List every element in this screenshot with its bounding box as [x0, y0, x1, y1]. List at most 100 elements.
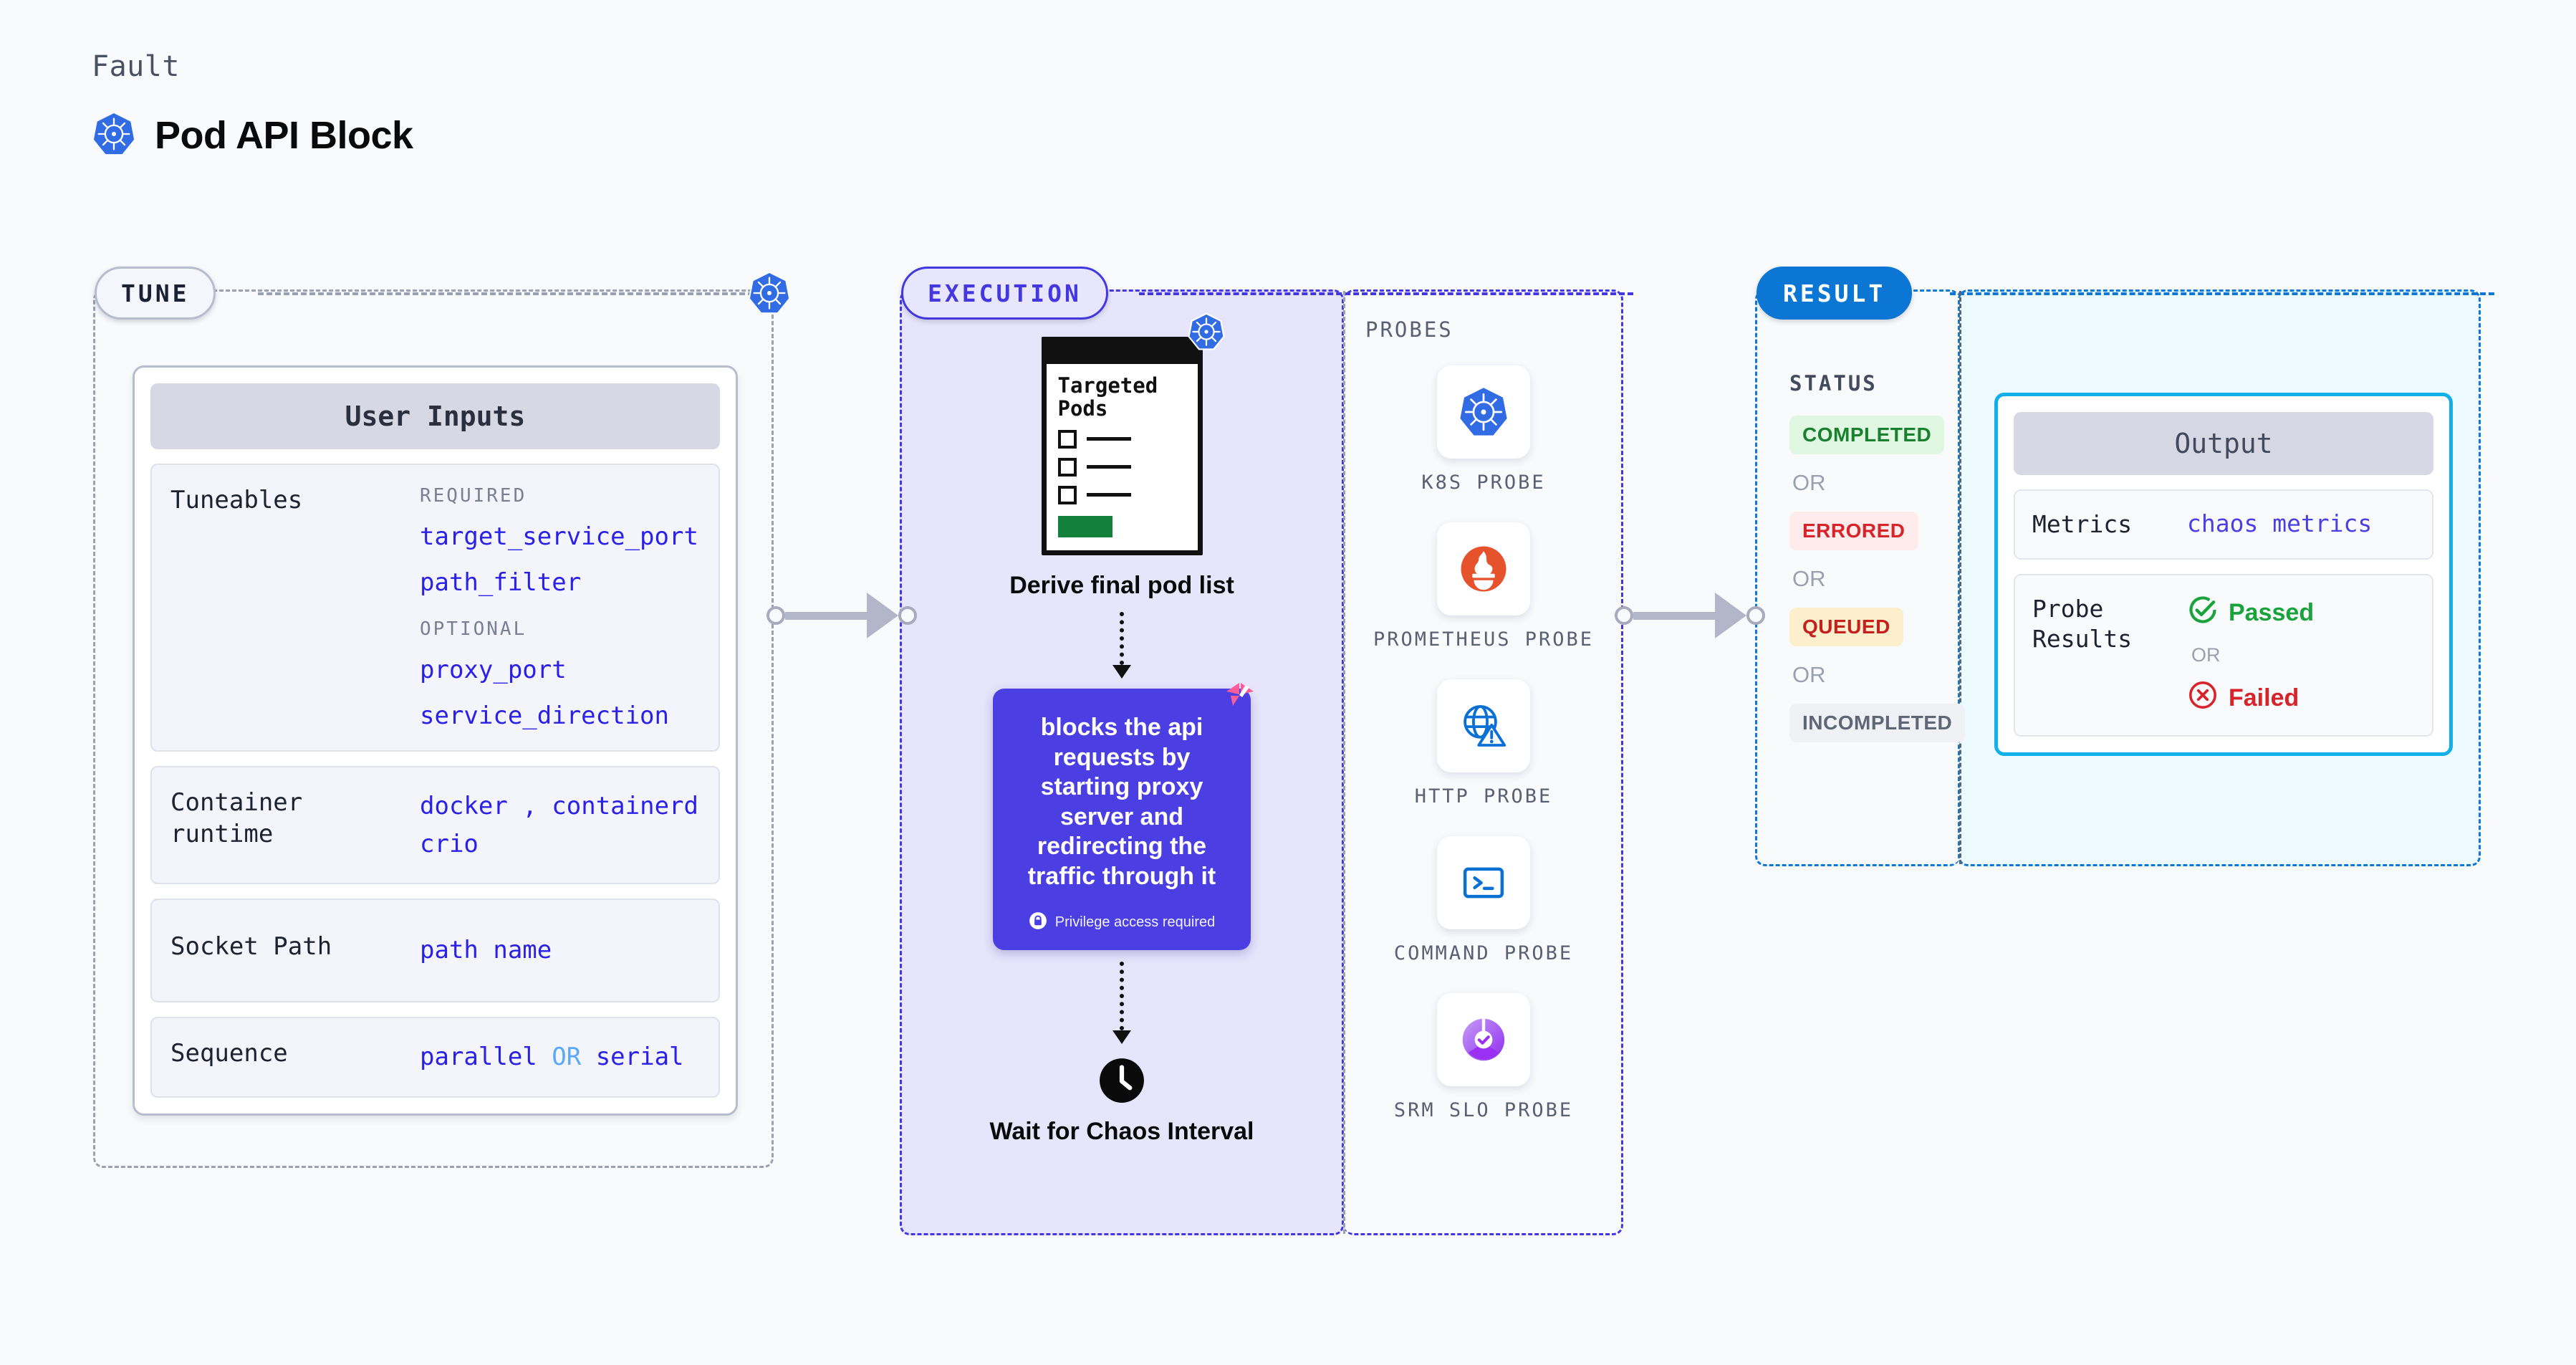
checkbox-icon — [1057, 429, 1077, 449]
status-or: OR — [1792, 566, 1826, 591]
socket-path-value: path name — [420, 936, 552, 965]
result-output-divider — [1959, 291, 1961, 864]
failed-text: Failed — [2229, 684, 2299, 712]
execution-flow: Targeted Pods — [900, 312, 1344, 1147]
sequence-values: parallel OR serial — [420, 1038, 700, 1076]
title-row: Pod API Block — [92, 112, 413, 159]
container-runtime-block: Container runtime docker , containerd cr… — [150, 766, 720, 885]
tuneable-service-direction: service_direction — [420, 701, 669, 730]
pod-list-item — [1057, 429, 1186, 449]
tune-section-pill: TUNE — [95, 267, 216, 320]
result-section-pill: RESULT — [1756, 267, 1913, 320]
clock-icon — [1098, 1057, 1145, 1107]
user-inputs-title: User Inputs — [150, 383, 720, 449]
output-card: Output Metrics chaos metrics Probe Resul… — [1994, 393, 2453, 757]
pod-list-item — [1057, 485, 1186, 504]
container-runtime-values: docker , containerd crio — [420, 787, 700, 863]
connector-end-dot — [1746, 606, 1765, 625]
sequence-block: Sequence parallel OR serial — [150, 1017, 720, 1098]
privilege-note: Privilege access required — [1011, 911, 1232, 933]
probes-divider — [1343, 291, 1345, 1234]
required-group-title: REQUIRED — [420, 485, 527, 507]
srm-slo-icon — [1462, 1019, 1505, 1061]
fault-kicker: Fault — [92, 50, 180, 83]
status-title: STATUS — [1789, 371, 1878, 396]
checkbox-icon — [1057, 457, 1077, 476]
connector-tune-to-execution — [766, 593, 917, 638]
runtime-docker: docker — [420, 792, 508, 820]
kubernetes-icon — [1187, 312, 1226, 354]
probe-tile — [1437, 993, 1530, 1087]
passed-text: Passed — [2229, 598, 2315, 626]
connector-bar — [1633, 611, 1718, 620]
probe-item-prometheus[interactable]: PROMETHEUS PROBE — [1344, 522, 1623, 652]
probe-label: K8S PROBE — [1421, 471, 1546, 494]
kubernetes-icon — [747, 271, 792, 318]
connector-end-dot — [898, 606, 917, 625]
execution-section-pill: EXECUTION — [901, 267, 1108, 320]
pod-line — [1086, 465, 1131, 469]
probes-list: K8S PROBE PROMETHEUS PROBE — [1344, 365, 1623, 1123]
privilege-note-text: Privilege access required — [1054, 914, 1216, 930]
tuneable-proxy-port: proxy_port — [420, 656, 567, 684]
probe-tile — [1437, 365, 1530, 459]
probe-result-passed: Passed — [2187, 594, 2415, 631]
output-title: Output — [2014, 412, 2433, 475]
runtime-containerd: containerd — [552, 792, 698, 820]
connector-execution-to-result — [1615, 593, 1765, 638]
fault-action-text: blocks the api requests by starting prox… — [1027, 714, 1216, 890]
pod-list-item — [1057, 457, 1186, 476]
probe-label: COMMAND PROBE — [1393, 942, 1574, 965]
tune-frame-top-dash — [258, 292, 788, 295]
flow-arrow — [1112, 962, 1131, 1045]
probe-item-k8s[interactable]: K8S PROBE — [1344, 365, 1623, 495]
connector-start-dot — [1615, 606, 1633, 625]
probe-results-block: Probe Results Passed OR — [2014, 574, 2433, 737]
checkbox-icon — [1057, 485, 1077, 504]
connector-start-dot — [766, 606, 785, 625]
targeted-pods-title: Targeted Pods — [1057, 373, 1158, 421]
kubernetes-icon — [1460, 388, 1507, 436]
kubernetes-icon — [92, 112, 136, 159]
status-or: OR — [1792, 470, 1826, 495]
probe-tile — [1437, 522, 1530, 616]
user-inputs-card: User Inputs Tuneables REQUIRED target_se… — [133, 365, 738, 1116]
tuneable-path-filter: path_filter — [420, 568, 582, 597]
pod-progress-bar — [1057, 515, 1112, 537]
probe-item-srm-slo[interactable]: SRM SLO PROBE — [1344, 993, 1623, 1123]
probe-item-http[interactable]: HTTP PROBE — [1344, 679, 1623, 809]
pod-line — [1086, 493, 1131, 497]
page-header: Fault Pod API Block — [92, 50, 413, 159]
flow-arrow — [1112, 612, 1131, 679]
socket-path-block: Socket Path path name — [150, 899, 720, 1003]
probe-label: PROMETHEUS PROBE — [1373, 628, 1595, 651]
status-badge-completed: COMPLETED — [1789, 416, 1945, 454]
probe-tile — [1437, 679, 1530, 773]
page-title: Pod API Block — [155, 114, 413, 157]
tuneables-values: REQUIRED target_service_port path_filter… — [420, 485, 700, 730]
wait-for-chaos-label: Wait for Chaos Interval — [989, 1118, 1254, 1146]
probe-result-failed: Failed — [2187, 679, 2415, 717]
x-circle-icon — [2187, 679, 2219, 717]
tuneable-target-service-port: target_service_port — [420, 522, 698, 551]
sequence-label: Sequence — [170, 1039, 288, 1068]
probes-title: PROBES — [1365, 317, 1453, 342]
sequence-or: OR — [552, 1043, 582, 1072]
status-badge-errored: ERRORED — [1789, 512, 1918, 550]
metrics-block: Metrics chaos metrics — [2014, 489, 2433, 560]
probe-results-label: Probe Results — [2032, 595, 2133, 653]
tuneables-label: Tuneables — [170, 486, 303, 514]
connector-arrowhead — [1715, 593, 1746, 638]
connector-bar — [785, 611, 870, 620]
probe-item-command[interactable]: COMMAND PROBE — [1344, 836, 1623, 966]
probe-results-values: Passed OR Failed — [2187, 594, 2415, 717]
sequence-serial: serial — [595, 1043, 684, 1072]
runtime-crio: crio — [420, 829, 479, 858]
metrics-value: chaos metrics — [2187, 509, 2373, 537]
probe-result-or: OR — [2191, 644, 2221, 666]
terminal-icon — [1463, 867, 1504, 899]
probe-tile — [1437, 836, 1530, 930]
status-or: OR — [1792, 662, 1826, 687]
execution-frame-top-dash — [1139, 292, 1633, 295]
metrics-label: Metrics — [2032, 510, 2133, 538]
